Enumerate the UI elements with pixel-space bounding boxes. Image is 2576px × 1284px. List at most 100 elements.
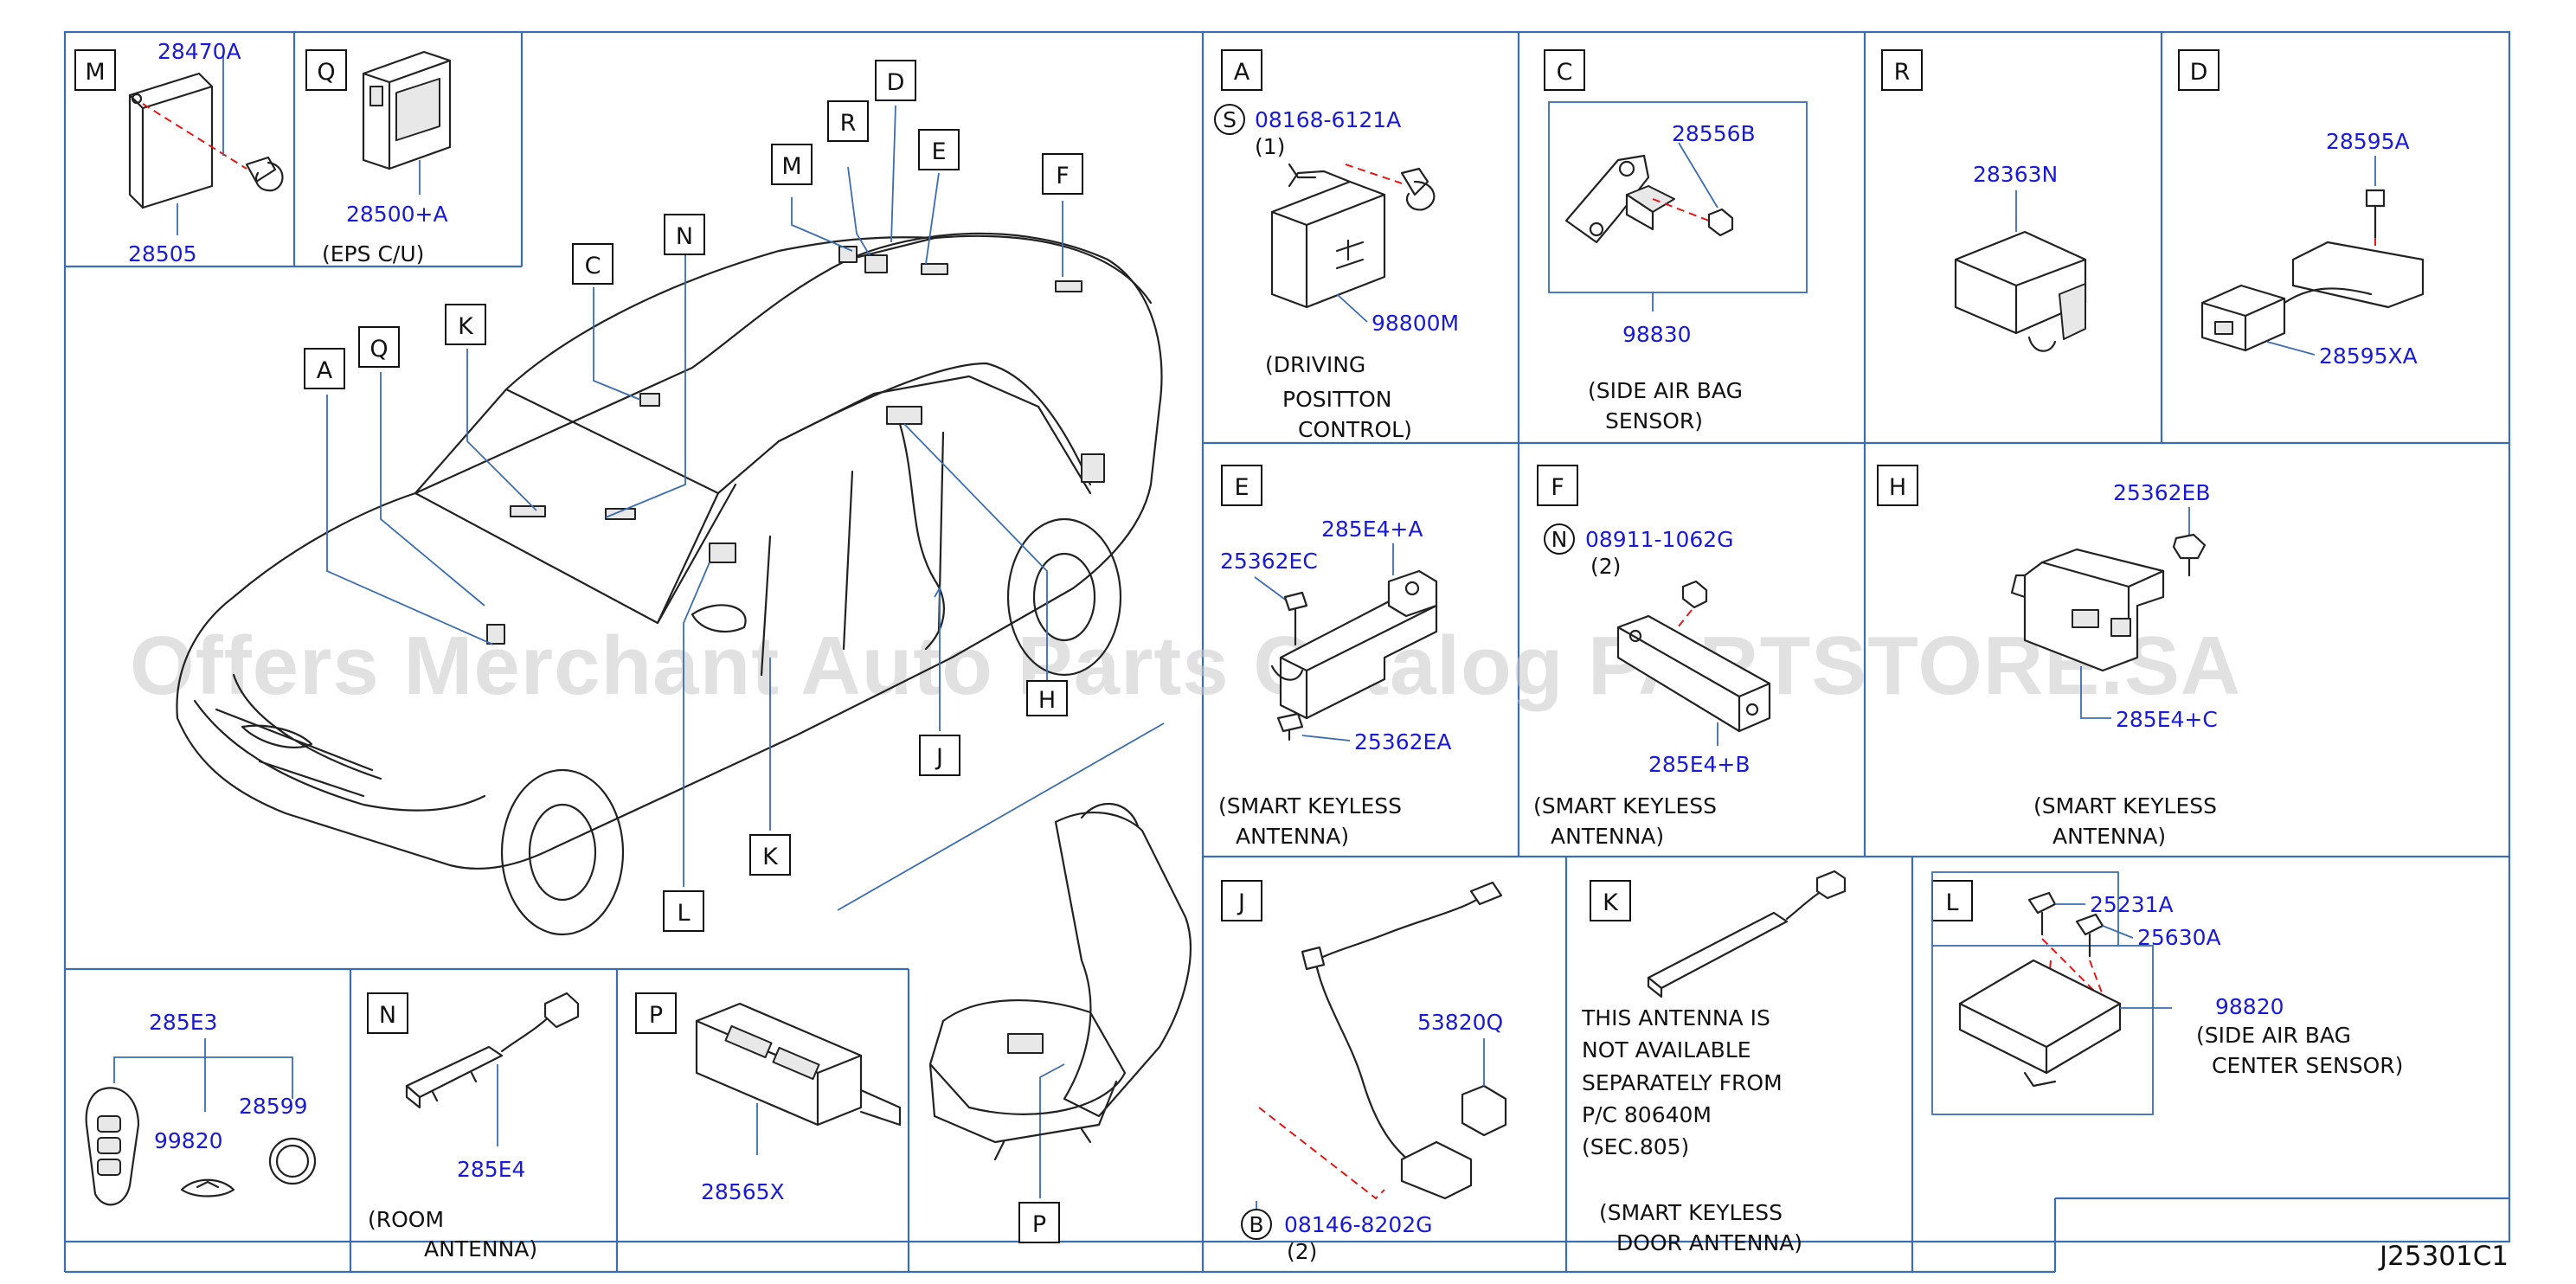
svg-text:(1): (1) [1255, 134, 1285, 159]
callout-h: H [1026, 680, 1068, 716]
svg-text:98830: 98830 [1622, 322, 1692, 347]
callout-k-bottom: K [749, 834, 791, 876]
svg-text:ANTENNA): ANTENNA) [2052, 824, 2166, 849]
overview-callouts: A Q K C N M R D E F H J K L P [304, 60, 1083, 1243]
panel-l: L 25231A 25630A 98820 (SIDE AIR BAG CENT… [1931, 871, 2403, 1115]
svg-text:28500+A: 28500+A [346, 202, 448, 227]
svg-text:08168-6121A: 08168-6121A [1255, 107, 1401, 132]
svg-text:J: J [1237, 889, 1245, 916]
svg-text:98800M: 98800M [1372, 311, 1459, 336]
svg-text:B: B [1249, 1212, 1263, 1237]
svg-text:28595A: 28595A [2326, 129, 2410, 154]
svg-text:N: N [676, 223, 693, 250]
svg-text:SEPARATELY FROM: SEPARATELY FROM [1582, 1070, 1783, 1095]
svg-text:Q: Q [317, 59, 335, 86]
svg-text:28505: 28505 [128, 241, 197, 266]
callout-e: E [918, 129, 960, 170]
svg-text:N: N [1551, 527, 1568, 552]
svg-text:P/C 80640M: P/C 80640M [1582, 1102, 1712, 1127]
svg-text:(SMART KEYLESS: (SMART KEYLESS [2033, 793, 2217, 819]
callout-m: M [771, 144, 813, 185]
svg-text:A: A [1234, 59, 1250, 86]
svg-text:(SIDE AIR BAG: (SIDE AIR BAG [1588, 378, 1743, 403]
panel-m: M 28470A 28505 [74, 39, 284, 266]
svg-text:28599: 28599 [239, 1094, 308, 1119]
callout-a: A [304, 348, 345, 389]
svg-text:(2): (2) [1590, 554, 1621, 579]
seat-illustration [928, 802, 1192, 1161]
callout-l: L [663, 890, 704, 932]
svg-text:D: D [2190, 59, 2208, 86]
svg-text:98820: 98820 [2215, 994, 2284, 1019]
svg-text:08911-1062G: 08911-1062G [1585, 527, 1734, 552]
callout-c: C [572, 243, 613, 285]
svg-text:285E4+A: 285E4+A [1321, 517, 1423, 542]
svg-text:NOT AVAILABLE: NOT AVAILABLE [1582, 1037, 1751, 1063]
svg-text:99820: 99820 [154, 1128, 223, 1153]
panel-e: E 285E4+A 25362EC 25362EA (SMART KEYLESS… [1218, 465, 1451, 849]
svg-text:Q: Q [369, 336, 388, 363]
svg-text:(SEC.805): (SEC.805) [1582, 1134, 1689, 1159]
svg-text:F: F [1056, 163, 1070, 189]
svg-text:D: D [887, 69, 905, 96]
panel-h: H 25362EB 285E4+C (SMART KEYLESS ANTENNA… [1877, 465, 2218, 849]
svg-text:25362EB: 25362EB [2113, 480, 2210, 505]
svg-text:POSITTON: POSITTON [1282, 387, 1391, 412]
svg-text:CONTROL): CONTROL) [1298, 417, 1412, 442]
svg-text:M: M [781, 153, 801, 180]
svg-text:25362EC: 25362EC [1220, 549, 1318, 574]
svg-text:M: M [85, 59, 105, 86]
svg-text:28556B: 28556B [1672, 121, 1756, 146]
panel-r: R 28363N [1881, 49, 2087, 352]
svg-text:P: P [649, 1002, 663, 1029]
svg-text:285E4+B: 285E4+B [1648, 752, 1751, 777]
svg-text:R: R [1894, 59, 1911, 86]
svg-text:285E4+C: 285E4+C [2116, 707, 2218, 732]
sheet-id: J25301C1 [2378, 1241, 2509, 1272]
svg-text:S: S [1223, 107, 1237, 132]
svg-text:28565X: 28565X [701, 1179, 785, 1204]
car-overview [176, 232, 1163, 936]
svg-text:E: E [931, 138, 946, 165]
svg-text:J: J [935, 744, 943, 771]
callout-r: R [827, 100, 869, 142]
svg-text:(SMART KEYLESS: (SMART KEYLESS [1599, 1200, 1783, 1225]
svg-text:285E4: 285E4 [457, 1157, 525, 1182]
panel-q: Q 28500+A (EPS C/U) [305, 49, 452, 266]
svg-text:R: R [840, 110, 857, 137]
svg-text:CENTER SENSOR): CENTER SENSOR) [2212, 1053, 2403, 1078]
svg-text:53820Q: 53820Q [1417, 1010, 1503, 1035]
svg-text:(DRIVING: (DRIVING [1265, 352, 1365, 377]
svg-text:28595XA: 28595XA [2319, 343, 2418, 369]
svg-text:25362EA: 25362EA [1354, 729, 1451, 754]
svg-text:C: C [585, 253, 601, 279]
svg-text:ANTENNA): ANTENNA) [1236, 824, 1349, 849]
panel-f: F N 08911-1062G (2) 285E4+B (SMART KEYLE… [1533, 465, 1771, 849]
svg-text:(SMART KEYLESS: (SMART KEYLESS [1218, 793, 1402, 819]
panel-c: C 28556B 98830 (SIDE AIR BAG SENSOR) [1544, 49, 1808, 433]
svg-text:L: L [677, 900, 690, 927]
panel-n: N 285E4 (ROOM ANTENNA) [367, 992, 580, 1262]
callout-f: F [1042, 153, 1083, 195]
svg-text:(SMART KEYLESS: (SMART KEYLESS [1533, 793, 1717, 819]
callout-k-top: K [445, 304, 486, 345]
svg-text:K: K [458, 313, 474, 340]
svg-text:THIS ANTENNA IS: THIS ANTENNA IS [1581, 1005, 1770, 1030]
svg-text:285E3: 285E3 [149, 1010, 217, 1035]
overview-leaders [326, 105, 1065, 1198]
svg-text:(2): (2) [1287, 1239, 1317, 1264]
svg-text:F: F [1551, 474, 1564, 501]
svg-text:C: C [1557, 59, 1573, 86]
panel-frames [63, 30, 2511, 1274]
svg-text:(EPS C/U): (EPS C/U) [322, 241, 424, 266]
svg-text:ANTENNA): ANTENNA) [424, 1236, 537, 1262]
svg-text:28470A: 28470A [157, 39, 241, 64]
svg-text:SENSOR): SENSOR) [1605, 408, 1703, 433]
svg-text:25231A: 25231A [2090, 892, 2174, 917]
svg-text:DOOR ANTENNA): DOOR ANTENNA) [1616, 1230, 1802, 1255]
svg-text:25630A: 25630A [2137, 925, 2221, 950]
svg-text:ANTENNA): ANTENNA) [1551, 824, 1664, 849]
panel-p: P 28565X [635, 992, 902, 1204]
svg-text:N: N [379, 1002, 396, 1029]
